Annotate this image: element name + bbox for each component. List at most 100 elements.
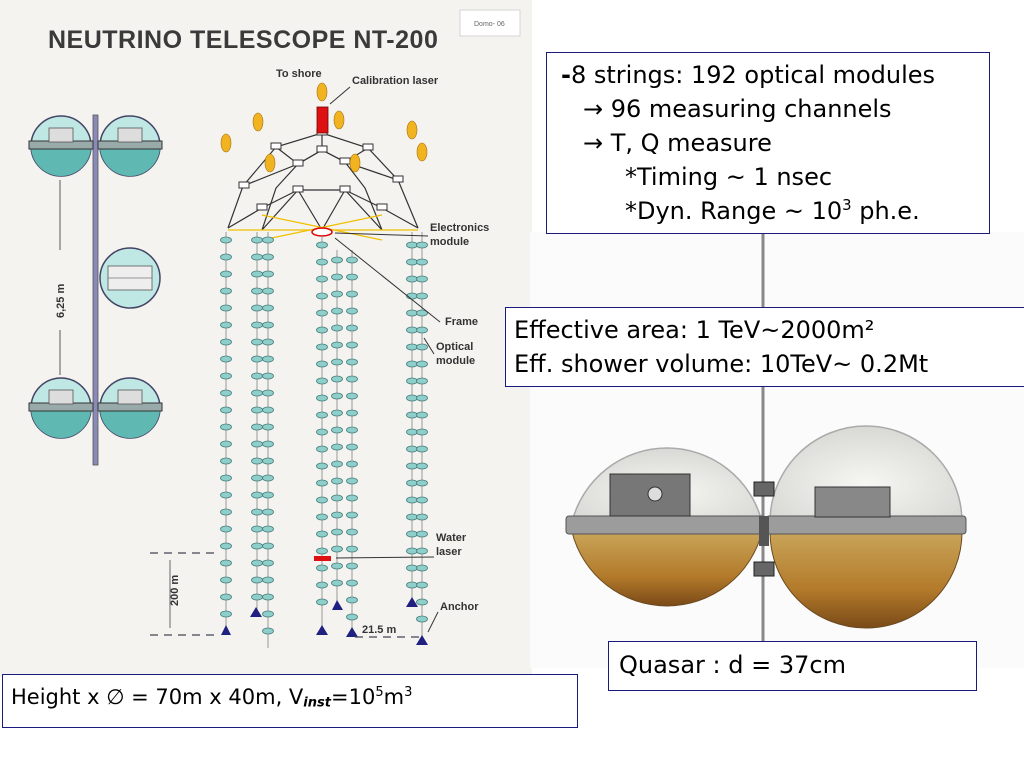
optical-module [416, 343, 428, 351]
optical-module [346, 273, 358, 281]
optical-module [346, 392, 358, 400]
optical-module [416, 462, 428, 470]
optical-module [346, 477, 358, 485]
optical-module [220, 508, 232, 516]
optical-module [220, 372, 232, 380]
optical-module [331, 511, 343, 519]
effective-area-box: Effective area: 1 TeV~2000m² Eff. shower… [505, 307, 1024, 387]
optical-module [416, 309, 428, 317]
optical-module [316, 309, 328, 317]
optical-module [346, 426, 358, 434]
anchor-label: Anchor [440, 601, 479, 613]
optical-module [262, 474, 274, 482]
calibration-laser-label: Calibration laser [352, 75, 439, 87]
optical-module [406, 479, 418, 487]
optical-module [262, 559, 274, 567]
electronics-module [311, 227, 333, 237]
optical-module [220, 304, 232, 312]
optical-module [416, 411, 428, 419]
optical-module [346, 443, 358, 451]
spec-line-5: *Dyn. Range ~ 103 ph.e. [625, 196, 920, 225]
shower-volume-line: Eff. shower volume: 10TeV~ 0.2Mt [514, 350, 929, 378]
optical-module [316, 326, 328, 334]
optical-module [331, 443, 343, 451]
optical-module [251, 508, 263, 516]
corner-note: Domo- 06 [474, 21, 505, 28]
optical-module [220, 440, 232, 448]
optical-module [346, 341, 358, 349]
optical-module [262, 610, 274, 618]
optical-module [316, 445, 328, 453]
optical-module [220, 457, 232, 465]
optical-module [251, 304, 263, 312]
optical-module [220, 406, 232, 414]
arrow-icon: → [583, 95, 604, 123]
electronics-label-1: Electronics [430, 222, 489, 234]
optical-module [331, 358, 343, 366]
optical-module [262, 338, 274, 346]
optical-module [416, 275, 428, 283]
optical-module [316, 292, 328, 300]
optical-module [331, 307, 343, 315]
optical-module [416, 513, 428, 521]
optical-module [406, 547, 418, 555]
spec-box: -8 strings: 192 optical modules → 96 mea… [546, 52, 990, 234]
optical-module [220, 474, 232, 482]
optical-module [220, 321, 232, 329]
frame-label: Frame [445, 316, 478, 328]
optical-module [416, 530, 428, 538]
optical-module [251, 236, 263, 244]
optical-module [406, 513, 418, 521]
optical-module [416, 428, 428, 436]
anchors [221, 597, 428, 645]
optical-module [416, 479, 428, 487]
optical-module [220, 287, 232, 295]
optical-module [316, 275, 328, 283]
optical-module [262, 593, 274, 601]
optical-module [346, 596, 358, 604]
optical-module [251, 525, 263, 533]
optical-module [220, 236, 232, 244]
nt200-diagram: NEUTRINO TELESCOPE NT-200 Domo- 06 6,25 … [0, 0, 532, 677]
optical-module [220, 338, 232, 346]
optical-module [331, 494, 343, 502]
optical-module [251, 338, 263, 346]
optical-module [406, 411, 418, 419]
optical-module [220, 610, 232, 618]
optical-module [316, 360, 328, 368]
optical-module [406, 258, 418, 266]
optical-module [316, 547, 328, 555]
optical-module [262, 389, 274, 397]
optical-module [251, 253, 263, 261]
spec-line-2: → 96 measuring channels [583, 95, 892, 123]
optical-module [316, 394, 328, 402]
optical-module [251, 287, 263, 295]
optical-module [220, 576, 232, 584]
optical-module [331, 562, 343, 570]
calibration-laser [316, 106, 329, 134]
optical-module [416, 360, 428, 368]
optical-module [316, 258, 328, 266]
optical-module [416, 598, 428, 606]
water-laser-label-2: laser [436, 546, 462, 558]
optical-module [331, 579, 343, 587]
optical-module [262, 372, 274, 380]
optical-module [262, 355, 274, 363]
depth-label: 200 m [169, 575, 181, 606]
water-laser [314, 556, 331, 561]
optical-module [416, 581, 428, 589]
optical-module [316, 377, 328, 385]
quasar-photo-drawing [565, 232, 967, 642]
optical-module [262, 576, 274, 584]
optical-module [331, 409, 343, 417]
optical-module [416, 326, 428, 334]
optical-module [346, 460, 358, 468]
optical-module [331, 324, 343, 332]
optical-module [331, 460, 343, 468]
optical-module [316, 428, 328, 436]
optical-module [262, 542, 274, 550]
optical-module [346, 290, 358, 298]
optical-module [316, 564, 328, 572]
optical-module [416, 445, 428, 453]
optical-module [331, 290, 343, 298]
